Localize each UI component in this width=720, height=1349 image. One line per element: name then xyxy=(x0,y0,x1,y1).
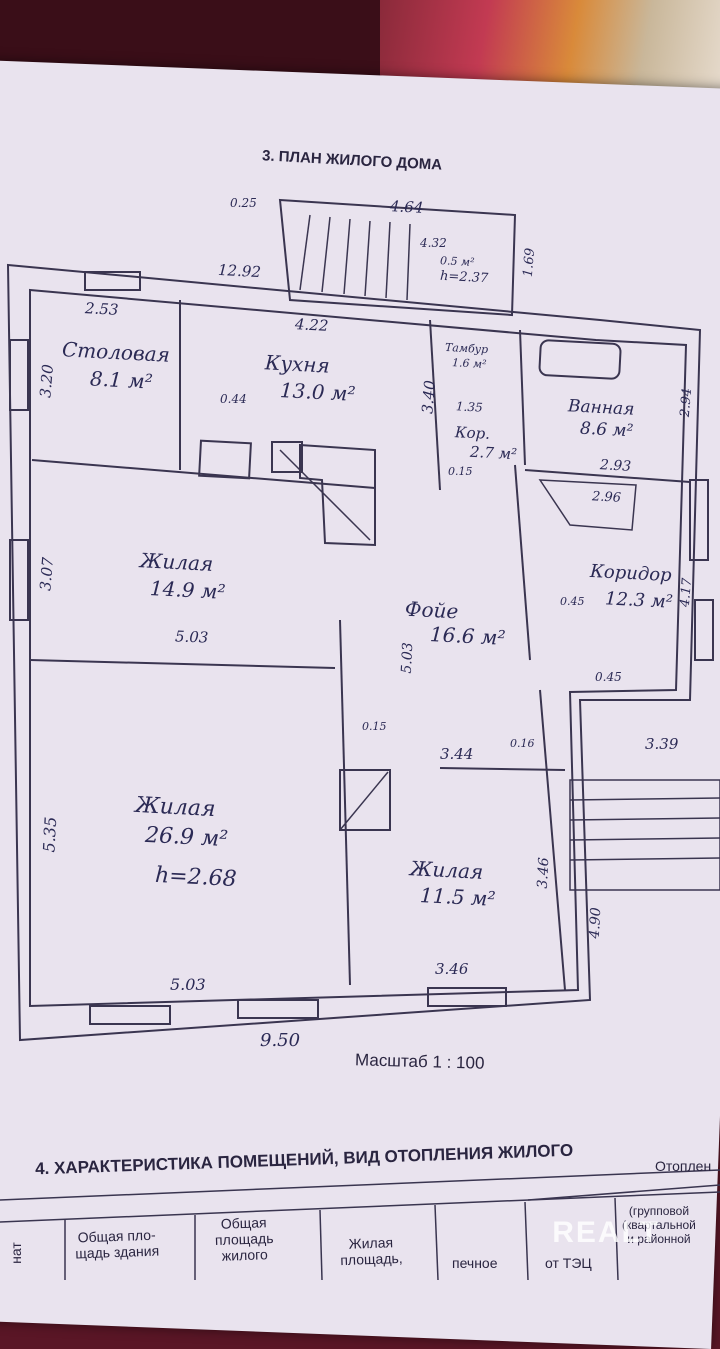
interior-stair xyxy=(538,479,637,531)
wall-dining-living xyxy=(31,459,376,489)
watermark-logo: REALT xyxy=(552,1216,660,1249)
wall-corridor-left xyxy=(514,464,531,661)
floor-plan-drawing xyxy=(6,198,720,1042)
dim-label: 0.25 xyxy=(230,196,257,210)
dim-label: 0.16 xyxy=(510,737,535,750)
window xyxy=(427,987,507,1007)
outer-wall-inner xyxy=(29,288,688,1008)
entry-stair-block xyxy=(278,198,517,317)
dim-label: 3.39 xyxy=(645,735,679,753)
dim-label: 0.44 xyxy=(220,392,247,406)
dim-label: 4.32 xyxy=(420,236,447,250)
table-header-heating: Отоплен xyxy=(655,1158,712,1174)
window xyxy=(237,999,319,1019)
wall-kitchen-right xyxy=(429,319,441,491)
table-header-col0: нат xyxy=(7,1242,24,1264)
chimney xyxy=(271,441,303,473)
dim-label: 5.03 xyxy=(170,975,206,994)
floor-plan-page: 3. ПЛАН ЖИЛОГО ДОМА Столовая 8.1 м² Кухн… xyxy=(0,147,720,1280)
table-header-col4: печное xyxy=(452,1255,498,1271)
table-header-col5: от ТЭЦ xyxy=(545,1255,592,1271)
characteristics-table xyxy=(0,1169,720,1280)
dim-label: 3.44 xyxy=(440,745,474,763)
stove-living xyxy=(339,769,391,831)
dim-label: 3.46 xyxy=(435,960,469,978)
wall-living3-top xyxy=(439,767,566,771)
porch-steps xyxy=(569,779,720,891)
dim-label: 9.50 xyxy=(260,1030,301,1051)
dim-label: 0.15 xyxy=(362,720,387,733)
window xyxy=(689,479,709,561)
wall-living3-right xyxy=(539,689,566,991)
wall-bath-bottom xyxy=(524,469,691,483)
window xyxy=(694,599,714,661)
outer-wall xyxy=(6,263,702,1042)
window xyxy=(9,539,29,621)
stove-block xyxy=(299,443,376,547)
window xyxy=(89,1005,171,1025)
table-header-col2: Общая площадь жилого xyxy=(214,1214,274,1264)
window xyxy=(84,271,141,291)
table-header-col3: Жилая площадь, xyxy=(340,1234,403,1269)
table-header-col1: Общая пло- щадь здания xyxy=(75,1226,160,1262)
bathtub xyxy=(538,339,622,380)
dim-label: 0.15 xyxy=(448,465,473,478)
dim-label: 0.45 xyxy=(595,670,622,684)
wall-foyer-left xyxy=(339,619,351,986)
wall-living-living xyxy=(29,659,336,669)
window xyxy=(9,339,29,411)
stove xyxy=(198,439,252,480)
wall-bath-left xyxy=(519,329,526,466)
dim-label: 0.45 xyxy=(560,595,585,608)
table-header-col6: (групповой (квартальной и районной xyxy=(622,1204,696,1246)
stair-treads xyxy=(299,214,411,301)
